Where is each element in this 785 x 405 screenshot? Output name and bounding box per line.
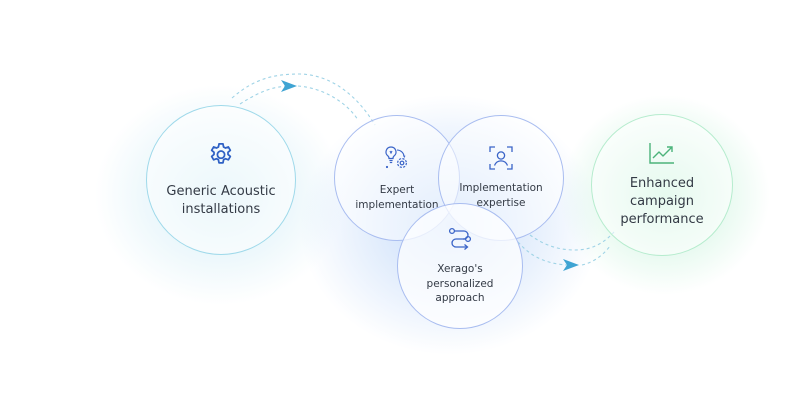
connector-top-inner bbox=[239, 85, 293, 105]
node-enhanced-label: Enhanced campaign performance bbox=[620, 175, 704, 228]
node-xerago-label: Xerago's personalized approach bbox=[426, 262, 494, 305]
arrow-head-top-icon bbox=[281, 80, 297, 92]
connector-top-outer bbox=[231, 73, 376, 126]
connector-bottom-return bbox=[581, 245, 611, 266]
user-focus-icon bbox=[489, 146, 513, 170]
node-expert-implementation: Expert implementation bbox=[334, 115, 460, 241]
connector-bottom-outer bbox=[529, 231, 615, 251]
trending-up-chart-icon bbox=[649, 142, 674, 164]
node-generic-installations: Generic Acoustic installations bbox=[146, 105, 296, 255]
node-generic-label: Generic Acoustic installations bbox=[166, 183, 276, 217]
node-xerago-approach: Xerago's personalized approach bbox=[397, 203, 523, 329]
connector-top-return bbox=[297, 85, 359, 121]
node-expert-label: Expert implementation bbox=[355, 184, 439, 211]
lightbulb-gear-icon bbox=[385, 146, 408, 169]
route-path-icon bbox=[448, 227, 472, 250]
node-implementation-label: Implementation expertise bbox=[459, 182, 543, 209]
gear-icon bbox=[210, 142, 232, 164]
node-enhanced-performance: Enhanced campaign performance bbox=[591, 114, 733, 256]
arrow-head-bottom-icon bbox=[563, 259, 579, 271]
connector-bottom-inner bbox=[517, 241, 569, 266]
